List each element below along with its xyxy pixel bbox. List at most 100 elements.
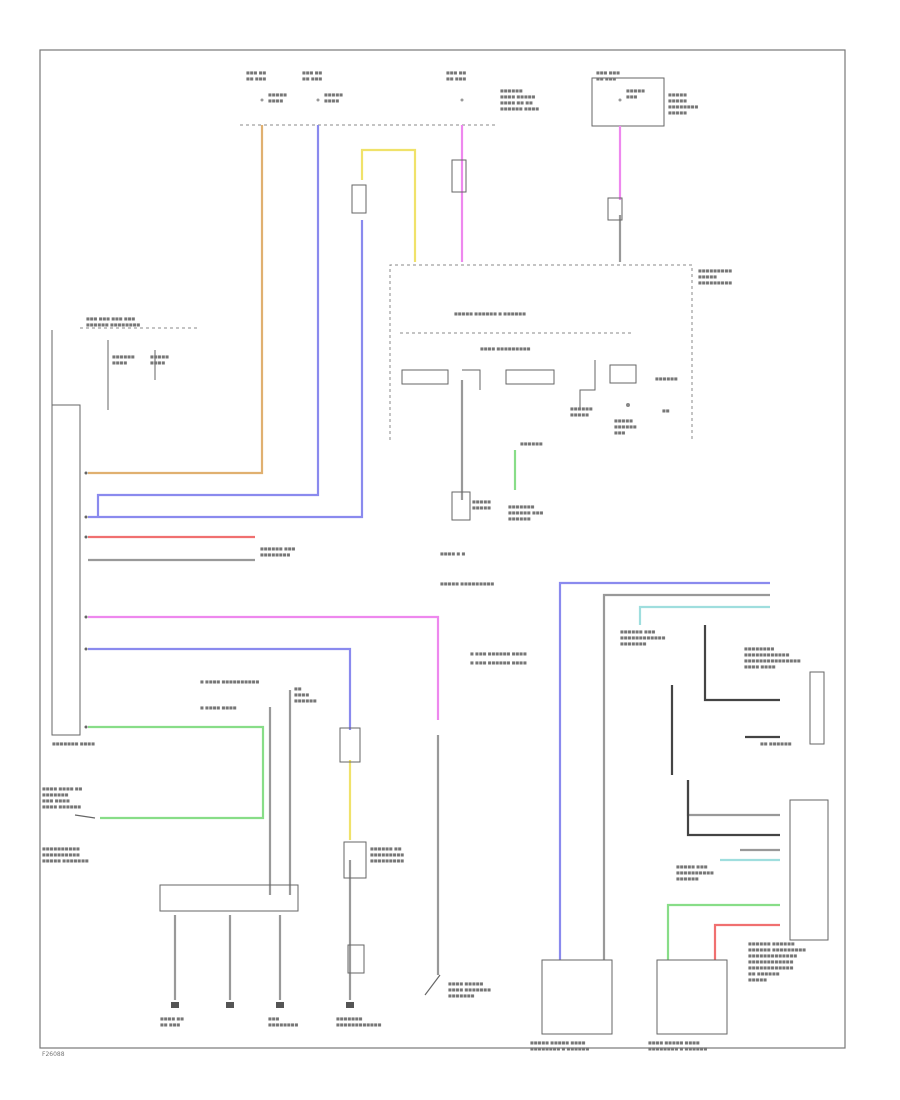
svg-text:■■■■ ■■ ■■: ■■■■ ■■ ■■ [500,100,533,105]
wire-blue-right [558,581,770,960]
svg-text:■■■■■ ■■■■■■ ■ ■■■■■■: ■■■■■ ■■■■■■ ■ ■■■■■■ [454,311,526,316]
svg-text:■■■■■■ ■■■■■■: ■■■■■■ ■■■■■■ [748,941,795,946]
svg-text:■■■■■■: ■■■■■■ [294,698,317,703]
svg-text:■■■■: ■■■■ [294,692,309,697]
wire-blue-3 [88,647,352,730]
wire-red-right [713,923,780,960]
svg-text:■ ■■■ ■■■■■■ ■■■■: ■ ■■■ ■■■■■■ ■■■■ [470,651,527,656]
svg-text:■■■■■■: ■■■■■■ [676,876,699,881]
svg-text:■■■■■■■■■■■■■: ■■■■■■■■■■■■■ [748,953,797,958]
svg-text:■■■■■■: ■■■■■■ [655,376,678,381]
svg-text:■ ■■■ ■■■■■■ ■■■■: ■ ■■■ ■■■■■■ ■■■■ [470,660,527,665]
svg-text:■■■■■: ■■■■■ [668,92,687,97]
wire-blue-2 [88,220,364,519]
svg-text:■■■■ ■■■■■ ■■■■: ■■■■ ■■■■■ ■■■■ [648,1040,700,1045]
svg-text:■■■ ■■: ■■■ ■■ [446,70,466,75]
wire-yellow [360,148,417,262]
svg-text:■■■■■■■■■■: ■■■■■■■■■■ [42,852,80,857]
svg-text:■■■■■ ■■■: ■■■■■ ■■■ [676,864,708,869]
svg-text:■■ ■■■■■■: ■■ ■■■■■■ [748,971,780,976]
svg-text:■■■■ ■■■■ ■■: ■■■■ ■■■■ ■■ [42,786,83,791]
svg-text:■■■■■■■■■■■■: ■■■■■■■■■■■■ [744,652,790,657]
svg-text:■■■■■■■■: ■■■■■■■■ [268,1022,298,1027]
svg-text:■■■■ ■■■■: ■■■■ ■■■■ [744,664,776,669]
svg-text:■■: ■■ [662,408,670,413]
svg-text:■ ■■■■ ■■■■: ■ ■■■■ ■■■■ [200,705,237,710]
svg-text:■■■■: ■■■■ [268,98,283,103]
svg-text:■■■■■■■■■■■■■■■: ■■■■■■■■■■■■■■■ [744,658,801,663]
svg-text:■■■■■■ ■■■: ■■■■■■ ■■■ [620,629,656,634]
svg-text:■■■■■■■■: ■■■■■■■■ [260,552,290,557]
svg-text:■■■■■■: ■■■■■■ [500,88,523,93]
svg-text:■■■■■■■■■■■■: ■■■■■■■■■■■■ [336,1022,382,1027]
wire-pink-mid [88,615,440,720]
svg-text:■■■■ ■■: ■■■■ ■■ [160,1016,184,1021]
svg-text:■■■■■■■■■■: ■■■■■■■■■■ [676,870,714,875]
svg-text:■■■■■■ ■■■■■■■■: ■■■■■■ ■■■■■■■■ [86,322,140,327]
svg-text:■■■■■■■■: ■■■■■■■■ [668,104,698,109]
svg-text:■■■■■■■: ■■■■■■■ [336,1016,363,1021]
svg-text:■■■■■■■■: ■■■■■■■■ [744,646,774,651]
svg-text:■■■ ■■: ■■■ ■■ [246,70,266,75]
svg-text:■■■■■■: ■■■■■■ [112,354,135,359]
svg-text:■■■■ ■■■■■■: ■■■■ ■■■■■■ [42,804,81,809]
svg-text:■■■■■■■■■: ■■■■■■■■■ [698,268,732,273]
svg-text:■■ ■■■: ■■ ■■■ [596,76,616,81]
svg-text:■■ ■■■: ■■ ■■■ [302,76,322,81]
components: ■■■■■■ ■■■■■■■■■■■■■ ■■■ ■■■■■■ ■■■■■■■■… [74,159,829,1051]
svg-text:■■■■■: ■■■■■ [570,412,589,417]
svg-text:■■■■■: ■■■■■ [626,88,645,93]
svg-text:■■■■■■ ■■■: ■■■■■■ ■■■ [508,510,544,515]
wires [88,125,780,1000]
svg-text:■■■ ■■: ■■■ ■■ [302,70,322,75]
svg-text:■■■■■■■■■■: ■■■■■■■■■■ [42,846,80,851]
svg-text:■■■■: ■■■■ [324,98,339,103]
svg-text:■■■■ ■ ■: ■■■■ ■ ■ [440,551,465,556]
svg-text:■■■■■: ■■■■■ [668,110,687,115]
svg-text:■■■■■■■■■: ■■■■■■■■■ [698,280,732,285]
svg-text:■■■■■■■■ ■ ■■■■■■: ■■■■■■■■ ■ ■■■■■■ [648,1046,707,1051]
svg-text:■■ ■■■: ■■ ■■■ [246,76,266,81]
svg-text:■■■■■: ■■■■■ [748,977,767,982]
svg-text:■■■■■■■: ■■■■■■■ [620,641,647,646]
svg-text:■■■■■■: ■■■■■■ [508,516,531,521]
svg-text:■■ ■■■: ■■ ■■■ [160,1022,180,1027]
svg-text:■■■■■■: ■■■■■■ [614,424,637,429]
svg-text:■■■■: ■■■■ [150,360,165,365]
svg-text:■■■■■■: ■■■■■■ [570,406,593,411]
svg-text:■■■■■■■: ■■■■■■■ [508,504,535,509]
svg-text:■■■■■: ■■■■■ [668,98,687,103]
svg-text:■■■: ■■■ [268,1016,280,1021]
wire-green [88,725,265,820]
svg-text:■■■■■■■■ ■ ■■■■■■: ■■■■■■■■ ■ ■■■■■■ [530,1046,589,1051]
svg-text:■■ ■■■■■■: ■■ ■■■■■■ [760,741,792,746]
svg-text:■■■■ ■■■■■■■: ■■■■ ■■■■■■■ [448,987,491,992]
svg-text:■■■■ ■■■■■: ■■■■ ■■■■■ [448,981,484,986]
svg-text:■■■■■ ■■■■■■■: ■■■■■ ■■■■■■■ [42,858,89,863]
svg-text:■■■■■: ■■■■■ [324,92,343,97]
wire-orange [88,125,264,475]
svg-text:■■■■ ■■■■■■■■■: ■■■■ ■■■■■■■■■ [480,346,531,351]
svg-text:■■■■■■■■■■■■: ■■■■■■■■■■■■ [620,635,666,640]
svg-text:■■■■■: ■■■■■ [268,92,287,97]
wire-blue-1 [96,125,320,517]
control-module: ■■■■■ ■■■■■■ ■ ■■■■■■ ■■■■ ■■■■■■■■■ ■■■… [389,264,732,440]
svg-text:■■■■■■ ■■: ■■■■■■ ■■ [370,846,402,851]
svg-text:■■■ ■■■ ■■■ ■■■: ■■■ ■■■ ■■■ ■■■ [86,316,135,321]
diagram-border [39,49,846,1049]
svg-text:■■■■: ■■■■ [112,360,127,365]
svg-text:■■■■■: ■■■■■ [472,499,491,504]
svg-text:■■■■■■■: ■■■■■■■ [448,993,475,998]
svg-text:■■■■■: ■■■■■ [614,418,633,423]
svg-text:■■■■■■■■■: ■■■■■■■■■ [370,852,404,857]
svg-text:■■■■■■: ■■■■■■ [520,441,543,446]
svg-text:■■■■■■ ■■■■■■■■■: ■■■■■■ ■■■■■■■■■ [748,947,806,952]
svg-text:■■■■■■■■■■■■: ■■■■■■■■■■■■ [748,959,794,964]
svg-text:■■■■■: ■■■■■ [150,354,169,359]
svg-text:■■ ■■■: ■■ ■■■ [446,76,466,81]
wire-green-right [666,903,780,960]
svg-text:■■: ■■ [294,686,302,691]
svg-text:■■■ ■■■: ■■■ ■■■ [596,70,620,75]
svg-text:■■■■■■■■■: ■■■■■■■■■ [370,858,404,863]
